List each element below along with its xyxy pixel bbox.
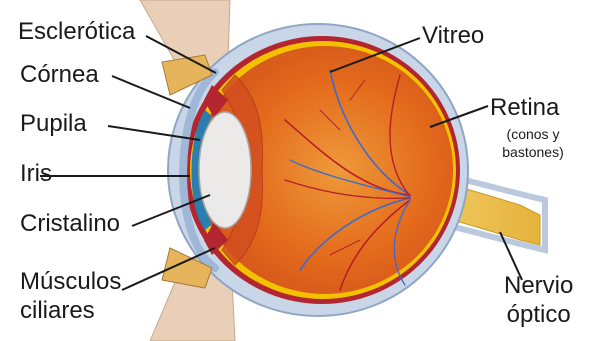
label-retina-note: (conos y bastones) — [494, 126, 572, 161]
label-musculos-ciliares: Músculos ciliares — [20, 268, 121, 326]
label-vitreo: Vitreo — [422, 24, 484, 48]
label-pupila: Pupila — [20, 112, 87, 136]
label-iris: Iris — [20, 162, 52, 186]
lens-crystalline — [199, 112, 251, 228]
label-retina-note-line2: bastones) — [494, 144, 572, 162]
label-esclerotica: Esclerótica — [18, 20, 135, 44]
label-musculos-line2: ciliares — [20, 297, 121, 326]
label-retina-note-line1: (conos y — [494, 126, 572, 144]
label-cornea: Córnea — [20, 63, 99, 87]
label-nervio-optico: Nervio óptico — [504, 272, 573, 330]
label-musculos-line1: Músculos — [20, 268, 121, 297]
label-nervio-line1: Nervio — [504, 272, 573, 301]
label-retina: Retina — [490, 96, 559, 120]
label-cristalino: Cristalino — [20, 212, 120, 236]
label-nervio-line2: óptico — [504, 301, 573, 330]
